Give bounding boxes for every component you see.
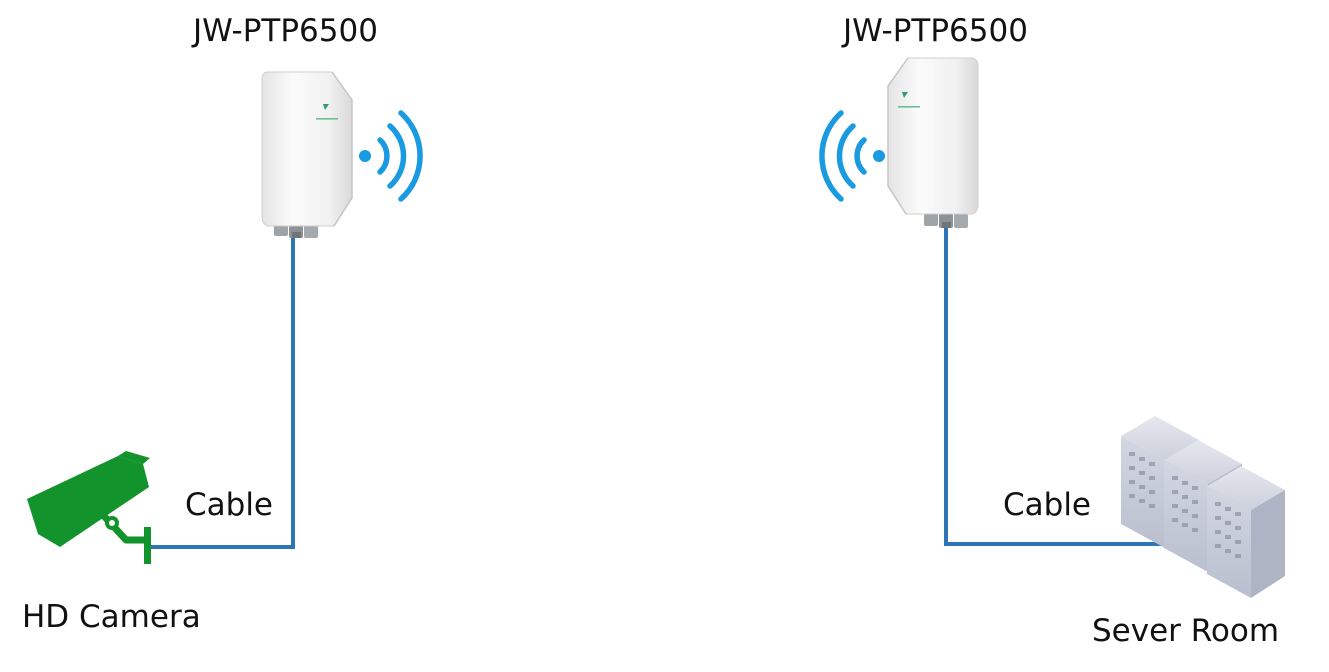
wifi-signal-icon [359,110,423,202]
server-room-label: Sever Room [1092,613,1280,649]
right-radio-label: JW-PTP6500 [843,13,1028,49]
server-rack-icon [1121,416,1285,598]
cctv-camera-icon [27,451,151,564]
wifi-signal-icon [819,110,885,202]
left-radio-label: JW-PTP6500 [193,13,378,49]
right-cable-label: Cable [1003,487,1092,523]
right-cable-line [944,220,1168,546]
outdoor-radio-unit-icon [887,57,979,228]
outdoor-radio-unit-icon [261,71,353,238]
camera-label: HD Camera [22,599,201,635]
left-cable-label: Cable [185,487,274,523]
left-cable-line [148,236,295,549]
